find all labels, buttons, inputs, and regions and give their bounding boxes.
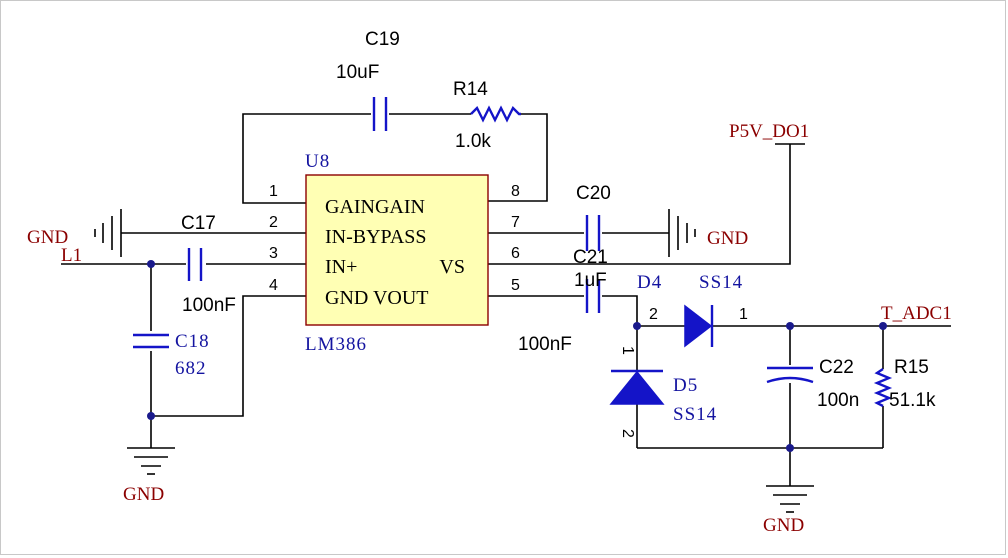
gnd-left-label: GND (27, 227, 68, 248)
ic-row-2: IN-BYPASS (325, 226, 427, 248)
wire-pin1-to-c19 (242, 113, 371, 204)
ic-row-3-right: VS (439, 256, 465, 278)
p5v-label: P5V_DO1 (729, 121, 809, 142)
junction-dot (786, 444, 794, 452)
gnd-right-label: GND (707, 228, 748, 249)
capacitor-c21: C21 1uF 100nF (518, 247, 608, 355)
gnd-right-symbol: GND (668, 209, 748, 257)
ic-row-4: GND VOUT (325, 287, 429, 309)
gnd-bottom-left-symbol: GND (123, 447, 175, 505)
ic-body (305, 174, 489, 326)
pin-5: 5 (511, 277, 520, 294)
pin-1: 1 (269, 183, 278, 200)
pin-7: 7 (511, 214, 520, 231)
c20-designator: C20 (576, 183, 611, 204)
d5-pin-top: 1 (619, 346, 636, 355)
gnd-bottom-right-label: GND (763, 515, 804, 536)
c18-designator: C18 (175, 331, 210, 352)
gnd-bottom-right-symbol: GND (763, 485, 814, 536)
t-adc-port: T_ADC1 (881, 303, 952, 324)
wires (61, 113, 951, 486)
pin-4: 4 (269, 277, 278, 294)
u8-part: LM386 (305, 334, 367, 355)
pin-6: 6 (511, 245, 520, 262)
d4-designator: D4 (637, 272, 662, 293)
wire-pin4-to-gnd (151, 295, 306, 417)
junction-dot (147, 412, 155, 420)
c21-designator: C21 (573, 247, 608, 268)
pin-8: 8 (511, 183, 520, 200)
r15-value: 51.1k (889, 390, 936, 411)
d5-part: SS14 (673, 404, 717, 425)
c17-value: 100nF (182, 295, 236, 316)
c19-designator: C19 (365, 29, 400, 50)
junctions (147, 260, 887, 452)
r14-value: 1.0k (455, 131, 491, 152)
p5v-port: P5V_DO1 (729, 121, 809, 145)
gnd-left-symbol: GND L1 (27, 209, 122, 266)
capacitor-c19: C19 10uF (336, 29, 400, 131)
resistor-r15: R15 51.1k (873, 357, 936, 411)
c21-value-2: 100nF (518, 334, 572, 355)
r14-designator: R14 (453, 79, 488, 100)
pin-2: 2 (269, 214, 278, 231)
junction-dot (879, 322, 887, 330)
r15-designator: R15 (894, 357, 929, 378)
d4-pin-cathode: 1 (739, 306, 748, 323)
ic-row-1: GAINGAIN (325, 196, 425, 218)
u8-designator: U8 (305, 151, 330, 172)
capacitor-c18: C18 682 (133, 331, 210, 379)
diode-d4: D4 SS14 2 1 (637, 272, 748, 348)
junction-dot (786, 322, 794, 330)
c18-value: 682 (175, 358, 207, 379)
junction-dot (633, 322, 641, 330)
d5-pin-bottom: 2 (619, 429, 636, 438)
t-adc-label: T_ADC1 (881, 303, 952, 324)
wire-r14-to-pin8 (488, 113, 548, 202)
capacitor-c17: C17 100nF (181, 213, 236, 316)
wire-pin6-to-p5v (488, 144, 791, 265)
d4-part: SS14 (699, 272, 743, 293)
c17-designator: C17 (181, 213, 216, 234)
d4-pin-anode: 2 (649, 306, 658, 323)
gnd-bottom-left-label: GND (123, 484, 164, 505)
c22-designator: C22 (819, 357, 854, 378)
junction-dot (147, 260, 155, 268)
c22-value: 100n (817, 390, 859, 411)
c21-value: 1uF (574, 270, 607, 291)
ic-row-3-left: IN+ (325, 256, 357, 278)
diode-d5: D5 SS14 1 2 (609, 346, 717, 438)
l1-label: L1 (61, 245, 82, 266)
resistor-r14: R14 1.0k (453, 79, 521, 152)
c19-value: 10uF (336, 62, 379, 83)
pin-3: 3 (269, 245, 278, 262)
ic-u8: U8 LM386 GAINGAIN IN-BYPASS IN+ VS GND V… (269, 151, 520, 355)
capacitor-c22: C22 100n (766, 357, 859, 411)
d5-designator: D5 (673, 375, 698, 396)
wire-c21-to-d5 (602, 295, 638, 371)
capacitor-c20: C20 (576, 183, 611, 251)
